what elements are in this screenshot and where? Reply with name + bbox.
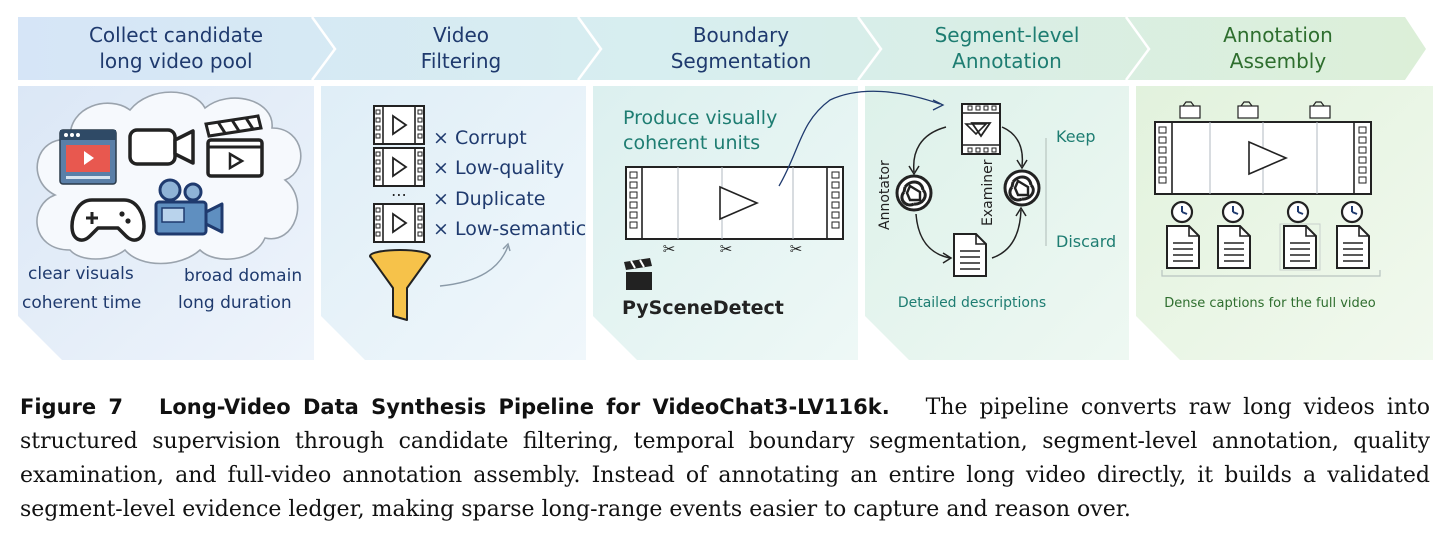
candidate-video-icon — [373, 105, 425, 145]
detailed-descriptions-label: Detailed descriptions — [898, 295, 1046, 311]
examiner-model-icon — [1003, 169, 1041, 207]
segment-out-arrow — [778, 90, 941, 187]
keep-label: Keep — [1056, 127, 1096, 146]
examiner-label: Examiner — [980, 159, 996, 226]
stage-3-title-line2: Segmentation — [671, 49, 812, 73]
ellipsis: ⋯ — [391, 185, 407, 204]
pyscenedetect-logo-icon — [624, 258, 652, 290]
clapperboard-icon — [204, 114, 264, 178]
segmentation-text-line2: coherent units — [623, 132, 760, 154]
reject-low-semantic: × Low-semantic — [433, 218, 586, 240]
reject-duplicate: × Duplicate — [433, 188, 545, 210]
clock-icon — [1221, 200, 1245, 224]
caption-title: Long-Video Data Synthesis Pipeline for V… — [158, 395, 890, 419]
stage-5-title-line1: Annotation — [1223, 23, 1333, 47]
caption-body: The pipeline converts raw long videos in… — [20, 395, 1430, 522]
dense-captions-label: Dense captions for the full video — [1164, 296, 1376, 311]
caption-doc-icon — [1283, 225, 1317, 269]
filter-arrow — [439, 245, 509, 287]
figure-caption: Figure 7 Long-Video Data Synthesis Pipel… — [20, 390, 1430, 527]
stage-4-title-line2: Annotation — [952, 49, 1062, 73]
pyscenedetect-label: PySceneDetect — [622, 297, 784, 319]
gamepad-icon — [70, 198, 146, 242]
reject-corrupt: × Corrupt — [433, 127, 527, 149]
criterion-long-duration: long duration — [178, 293, 292, 313]
clock-icon — [1170, 200, 1194, 224]
annotator-model-icon — [895, 174, 933, 212]
stage-1-title-line1: Collect candidate — [89, 23, 263, 47]
clock-icon — [1286, 200, 1310, 224]
discard-label: Discard — [1056, 232, 1116, 251]
candidate-video-icon — [373, 147, 425, 187]
stage-2-title-line1: Video — [433, 23, 489, 47]
stage-2-title-line2: Filtering — [421, 49, 501, 73]
stage-1-title-line2: long video pool — [99, 49, 252, 73]
annotator-label: Annotator — [877, 160, 893, 230]
panel-annotation — [865, 86, 1129, 360]
criterion-coherent-time: coherent time — [22, 293, 141, 313]
caption-doc-icon — [1336, 225, 1370, 269]
criterion-clear-visuals: clear visuals — [28, 264, 134, 284]
scissors-icon: ✂ — [720, 240, 733, 258]
pipeline-diagram: Collect candidate long video pool Video … — [18, 16, 1433, 360]
reject-low-quality: × Low-quality — [433, 157, 564, 179]
segmentation-text-line1: Produce visually — [623, 107, 777, 129]
criterion-broad-domain: broad domain — [184, 266, 302, 286]
caption-label: Figure 7 — [20, 395, 124, 419]
film-camera-icon — [154, 178, 224, 236]
stage-4-title-line1: Segment-level — [935, 23, 1080, 47]
clock-icon — [1340, 200, 1364, 224]
segment-marker-icon — [1179, 101, 1331, 119]
stage-3-title-line1: Boundary — [693, 23, 789, 47]
caption-doc-icon — [1166, 225, 1200, 269]
description-doc-icon — [953, 233, 987, 277]
scissors-icon: ✂ — [663, 240, 676, 258]
scissors-icon: ✂ — [790, 240, 803, 258]
stage-5-title-line2: Assembly — [1230, 49, 1327, 73]
stage-band — [18, 17, 1426, 80]
full-video-strip — [1154, 121, 1372, 195]
video-strip — [625, 166, 844, 240]
browser-video-icon — [59, 129, 117, 185]
candidate-video-icon — [373, 203, 425, 243]
video-camera-icon — [128, 128, 195, 166]
funnel-icon — [369, 249, 431, 321]
caption-doc-icon — [1217, 225, 1251, 269]
